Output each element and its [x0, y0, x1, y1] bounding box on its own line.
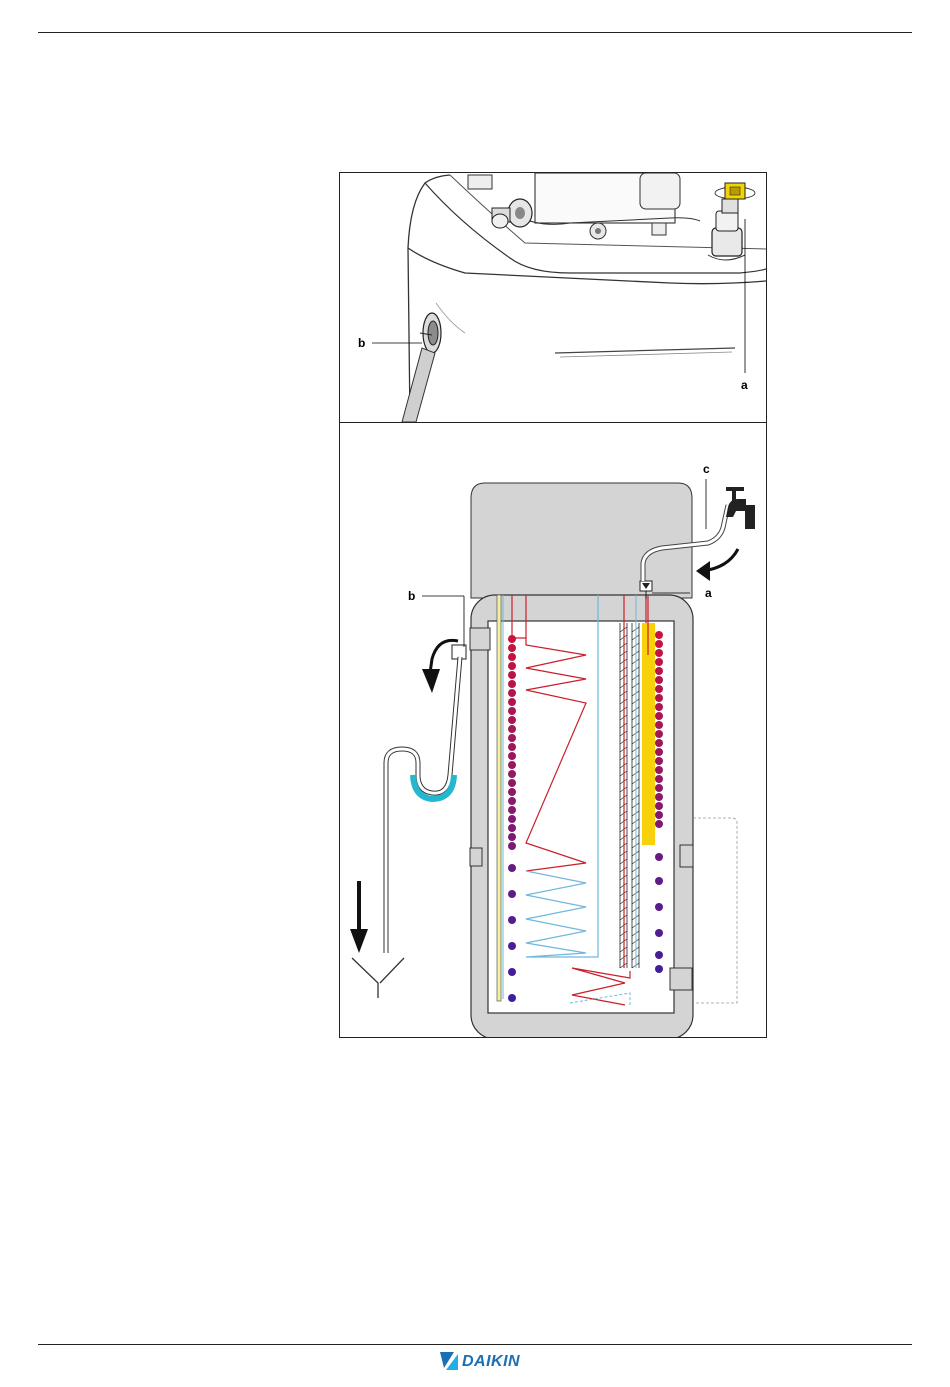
temperature-dot [508, 689, 516, 697]
temperature-dot [508, 671, 516, 679]
header-rule [38, 32, 912, 33]
temperature-dot [508, 968, 516, 976]
temperature-dot [655, 784, 663, 792]
temperature-dot [655, 667, 663, 675]
temperature-dot [508, 653, 516, 661]
unit-top-illustration: b a [340, 173, 766, 422]
temperature-dot [655, 739, 663, 747]
temperature-dot [508, 797, 516, 805]
temperature-dot [508, 916, 516, 924]
temperature-dot [655, 658, 663, 666]
temperature-dot [508, 788, 516, 796]
temperature-dot [508, 864, 516, 872]
temperature-dot [655, 757, 663, 765]
temperature-dot [655, 703, 663, 711]
temperature-dot [508, 707, 516, 715]
temperature-dot [655, 951, 663, 959]
temperature-dot [655, 640, 663, 648]
temperature-dot [508, 662, 516, 670]
temperature-dot [508, 806, 516, 814]
temperature-dot [655, 649, 663, 657]
temperature-dot [508, 743, 516, 751]
temperature-dot [508, 725, 516, 733]
callout-b-bottom: b [408, 589, 415, 603]
temperature-dot [655, 712, 663, 720]
temperature-dot [508, 824, 516, 832]
temperature-dot [655, 775, 663, 783]
temperature-dot [508, 734, 516, 742]
temperature-dot [508, 680, 516, 688]
temperature-dot [508, 752, 516, 760]
temperature-dot [508, 716, 516, 724]
temperature-dot [655, 631, 663, 639]
temperature-dot [655, 853, 663, 861]
daikin-logo: DAIKIN [440, 1350, 540, 1372]
callout-a-top: a [741, 378, 748, 392]
temperature-dot [508, 635, 516, 643]
temperature-dot [655, 903, 663, 911]
temperature-dot [655, 965, 663, 973]
temperature-dot [655, 802, 663, 810]
temperature-dot [508, 994, 516, 1002]
draining-figure: b a [339, 172, 767, 1038]
temperature-dot [655, 793, 663, 801]
temperature-dot [508, 815, 516, 823]
callout-b-top: b [358, 336, 365, 350]
footer-rule [38, 1344, 912, 1345]
temperature-dot [655, 676, 663, 684]
temperature-dot [655, 820, 663, 828]
temperature-dot [508, 644, 516, 652]
temperature-dot [655, 685, 663, 693]
temperature-dot [655, 721, 663, 729]
temperature-dot [508, 761, 516, 769]
temperature-dot [655, 811, 663, 819]
daikin-logo-text: DAIKIN [462, 1353, 520, 1370]
temperature-dot [655, 730, 663, 738]
temperature-dot [655, 748, 663, 756]
temperature-dot [508, 942, 516, 950]
callout-a-bottom: a [705, 586, 712, 600]
temperature-dot [655, 929, 663, 937]
temperature-dot [508, 833, 516, 841]
temperature-dot [508, 770, 516, 778]
tank-schematic: b a c [340, 423, 766, 1037]
temperature-dot [655, 766, 663, 774]
callout-c-bottom: c [703, 462, 710, 476]
temperature-dot [508, 890, 516, 898]
temperature-dot [508, 698, 516, 706]
temperature-dot [508, 779, 516, 787]
temperature-dot [655, 877, 663, 885]
temperature-dot [508, 842, 516, 850]
temperature-dot [655, 694, 663, 702]
